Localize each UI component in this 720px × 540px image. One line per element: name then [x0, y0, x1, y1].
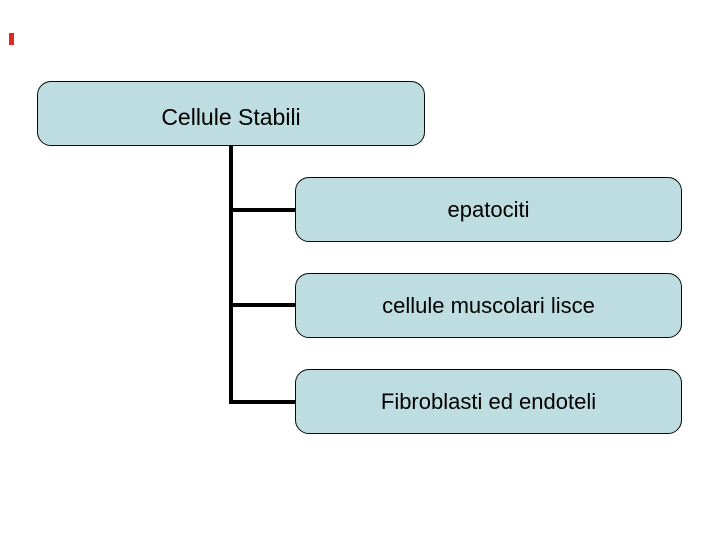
child-node-label: cellule muscolari lisce	[382, 292, 595, 318]
child-node-label: Fibroblasti ed endoteli	[380, 388, 597, 414]
diagram-node-muscolari: cellule muscolari lisce	[295, 273, 682, 338]
connector-branch-epatociti	[229, 208, 295, 212]
connector-branch-fibroblasti	[229, 400, 295, 404]
connector-branch-muscolari	[229, 303, 295, 307]
red-dash-marker	[9, 33, 14, 45]
diagram-node-root: Cellule Stabili	[37, 81, 425, 146]
child-node-label: epatociti	[447, 196, 530, 222]
diagram-node-epatociti: epatociti	[295, 177, 682, 242]
root-node-label: Cellule Stabili	[161, 104, 301, 130]
diagram-node-fibroblasti: Fibroblasti ed endoteli	[295, 369, 682, 434]
connector-trunk	[229, 145, 233, 404]
